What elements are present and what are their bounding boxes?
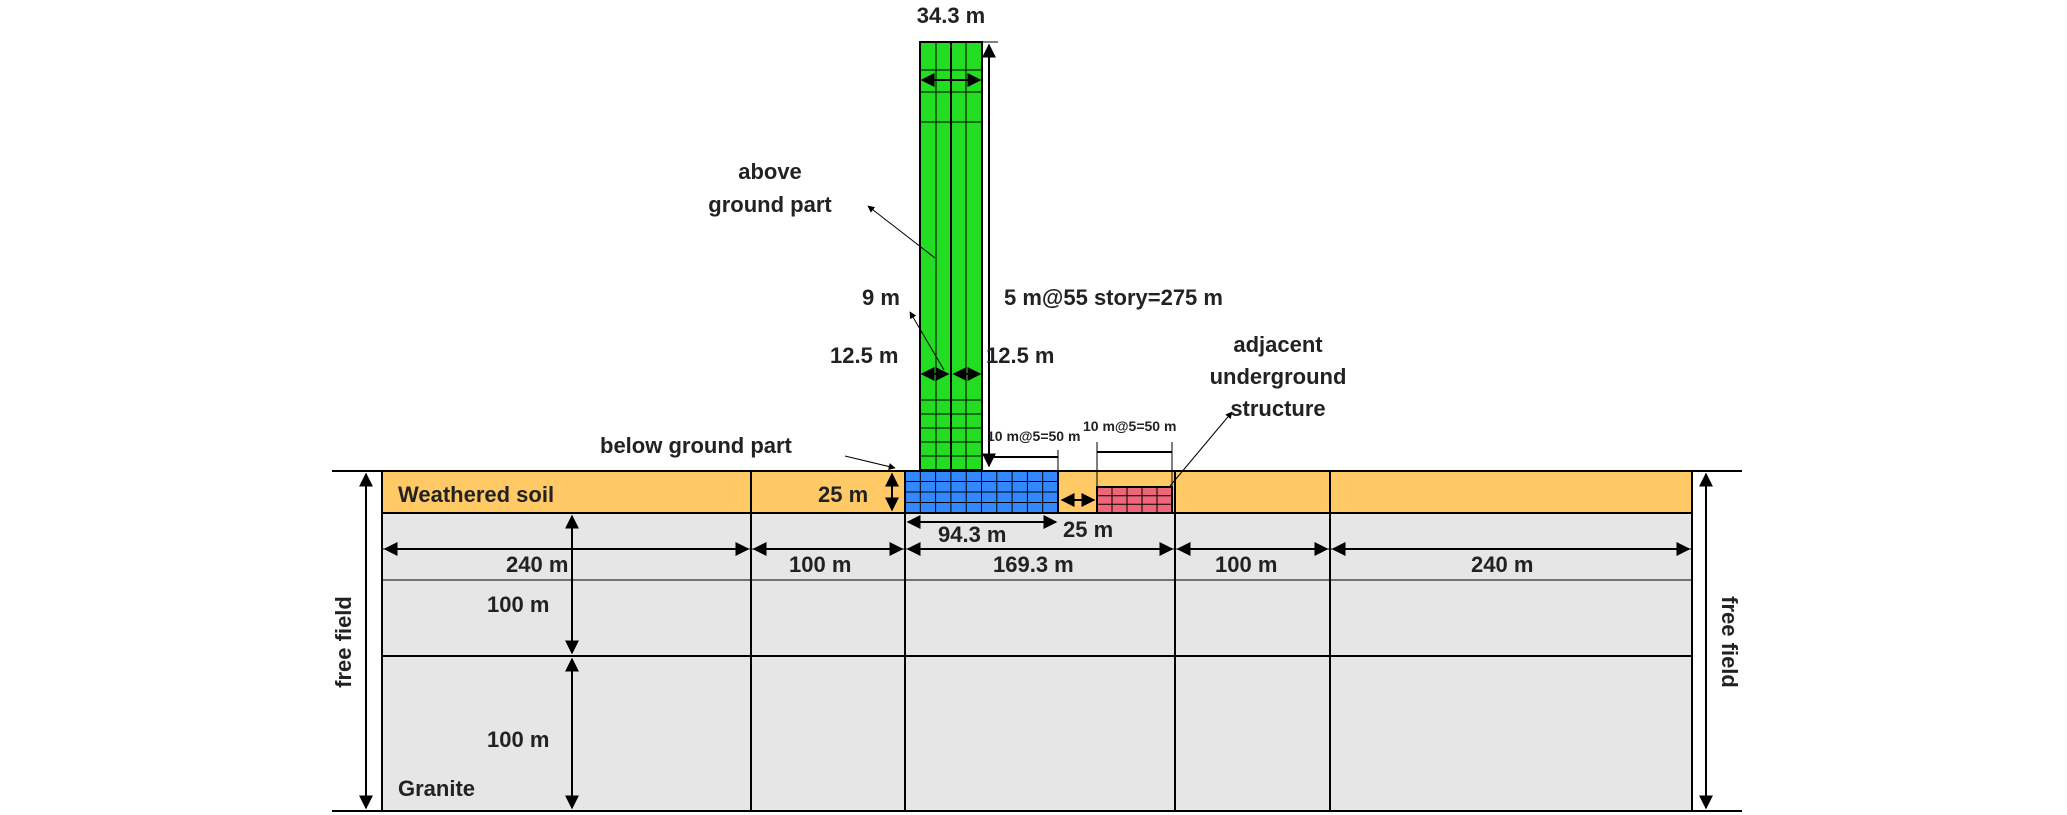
weathered-soil-label: Weathered soil xyxy=(398,482,554,507)
gap-25-label: 25 m xyxy=(1063,517,1113,542)
tower-structure xyxy=(919,41,983,471)
adjacent-label-line3: structure xyxy=(1230,396,1325,421)
story-height-label: 5 m@55 story=275 m xyxy=(1004,285,1223,310)
bay-right-label: 10 m@5=50 m xyxy=(1083,418,1176,434)
above-ground-label-line1: above xyxy=(738,159,802,184)
adjacent-structure-mesh xyxy=(1096,486,1173,514)
adjacent-underground-structure xyxy=(1096,486,1173,514)
tower-width-label: 34.3 m xyxy=(917,3,986,28)
granite-label: Granite xyxy=(398,776,475,801)
labels: 34.3 m above ground part 5 m@55 story=27… xyxy=(331,3,1742,801)
depth-100-b-label: 100 m xyxy=(487,727,549,752)
ground-domain xyxy=(332,470,1742,812)
seg-100-left-label: 100 m xyxy=(789,552,851,577)
right-12-5-label: 12.5 m xyxy=(986,343,1055,368)
below-ground-mesh xyxy=(904,470,1059,514)
adjacent-label-line2: underground xyxy=(1210,364,1347,389)
seg-240-left-label: 240 m xyxy=(506,552,568,577)
above-ground-label-line2: ground part xyxy=(708,192,832,217)
core-9m-label: 9 m xyxy=(862,285,900,310)
free-field-left-label: free field xyxy=(331,596,356,688)
left-12-5-label: 12.5 m xyxy=(830,343,899,368)
width-94-3-label: 94.3 m xyxy=(938,522,1007,547)
granite-layer xyxy=(381,512,1693,812)
bay-left-label: 10 m@5=50 m xyxy=(987,428,1080,444)
seg-100-right-label: 100 m xyxy=(1215,552,1277,577)
depth-25-label: 25 m xyxy=(818,482,868,507)
free-field-right-label: free field xyxy=(1717,596,1742,688)
seg-169-3-label: 169.3 m xyxy=(993,552,1074,577)
adjacent-label-line1: adjacent xyxy=(1233,332,1323,357)
dimension-lines xyxy=(359,41,1713,810)
below-ground-label: below ground part xyxy=(600,433,793,458)
seg-240-right-label: 240 m xyxy=(1471,552,1533,577)
depth-100-a-label: 100 m xyxy=(487,592,549,617)
